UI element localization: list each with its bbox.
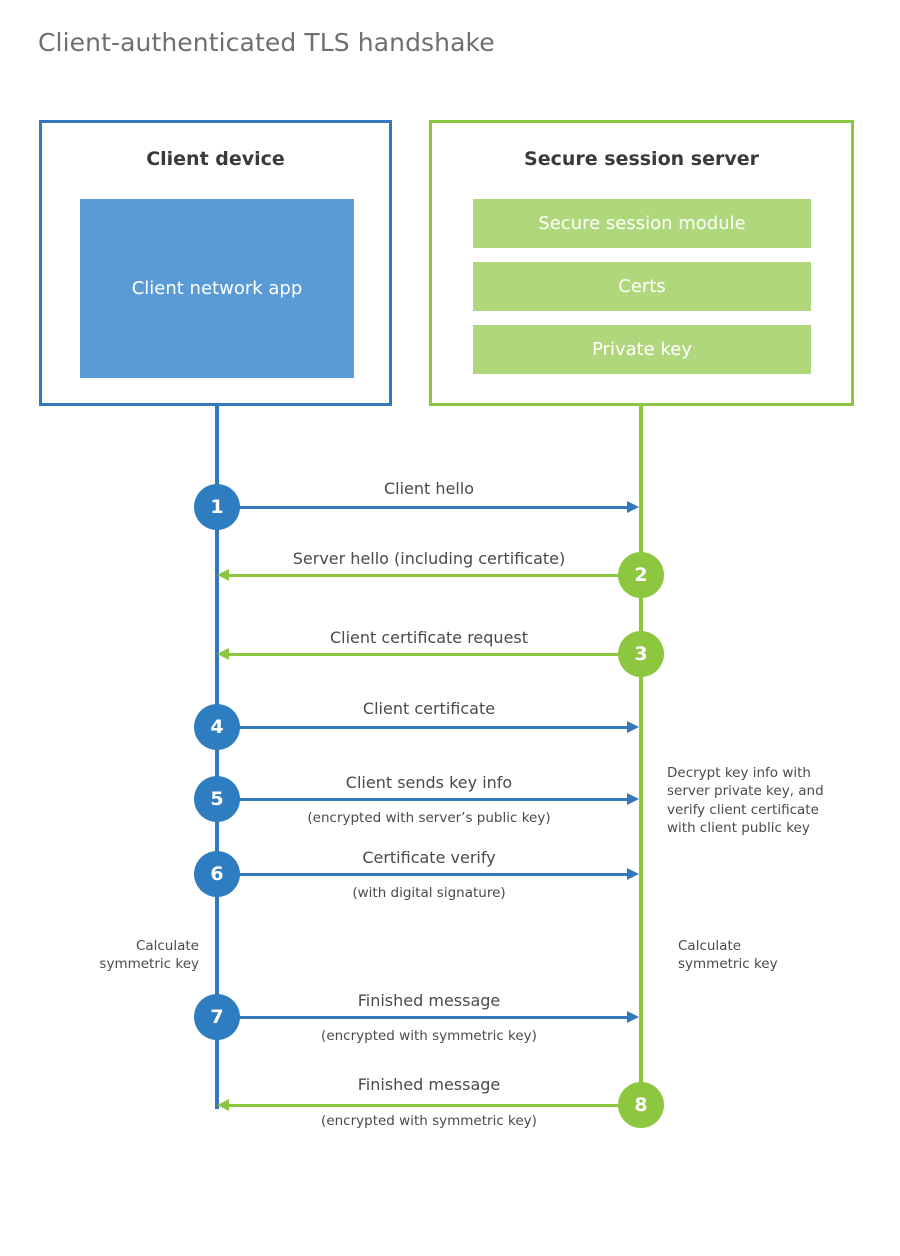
- arrowhead-right-icon: [627, 501, 639, 513]
- step-6-arrow: [217, 868, 639, 880]
- step-1-arrow: [217, 501, 639, 513]
- step-5-label: Client sends key info: [345, 773, 513, 792]
- server-calculate-symmetric-key-annotation: Calculate symmetric key: [678, 938, 778, 973]
- step-3-arrow: [217, 648, 641, 660]
- step-8-number[interactable]: 8: [618, 1082, 664, 1128]
- step-4-arrow: [217, 721, 639, 733]
- client-device-box: Client device Client network app: [39, 120, 392, 406]
- secure-session-server-box: Secure session server Secure session mod…: [429, 120, 854, 406]
- step-7-arrow: [217, 1011, 639, 1023]
- step-3-label: Client certificate request: [329, 628, 529, 647]
- server-component-secure-session-module: Secure session module: [473, 199, 811, 248]
- server-lifeline: [639, 406, 643, 1106]
- step-5-sublabel: (encrypted with server’s public key): [307, 810, 551, 826]
- step-6-sublabel: (with digital signature): [352, 885, 506, 901]
- step-7-number[interactable]: 7: [194, 994, 240, 1040]
- step-6-label: Certificate verify: [362, 848, 496, 867]
- client-calculate-symmetric-key-annotation: Calculate symmetric key: [99, 938, 199, 973]
- server-component-certs: Certs: [473, 262, 811, 311]
- step-5-number[interactable]: 5: [194, 776, 240, 822]
- page-title: Client-authenticated TLS handshake: [38, 28, 495, 57]
- step-8-label: Finished message: [357, 1075, 501, 1094]
- step-2-arrow: [217, 569, 641, 581]
- step-7-sublabel: (encrypted with symmetric key): [321, 1028, 537, 1044]
- arrowhead-left-icon: [217, 1099, 229, 1111]
- arrowhead-left-icon: [217, 569, 229, 581]
- step-3-number[interactable]: 3: [618, 631, 664, 677]
- client-lifeline: [215, 406, 219, 1109]
- step-6-number[interactable]: 6: [194, 851, 240, 897]
- arrowhead-right-icon: [627, 868, 639, 880]
- step-8-arrow: [217, 1099, 641, 1111]
- server-decrypt-annotation: Decrypt key info with server private key…: [667, 765, 824, 837]
- step-5-arrow: [217, 793, 639, 805]
- client-device-title: Client device: [146, 148, 285, 170]
- step-2-number[interactable]: 2: [618, 552, 664, 598]
- step-1-number[interactable]: 1: [194, 484, 240, 530]
- server-component-private-key: Private key: [473, 325, 811, 374]
- step-1-label: Client hello: [383, 479, 475, 498]
- step-7-label: Finished message: [357, 991, 501, 1010]
- step-4-number[interactable]: 4: [194, 704, 240, 750]
- arrowhead-right-icon: [627, 721, 639, 733]
- client-network-app-block: Client network app: [80, 199, 354, 378]
- arrowhead-right-icon: [627, 1011, 639, 1023]
- arrowhead-right-icon: [627, 793, 639, 805]
- step-8-sublabel: (encrypted with symmetric key): [321, 1113, 537, 1129]
- arrowhead-left-icon: [217, 648, 229, 660]
- step-4-label: Client certificate: [362, 699, 496, 718]
- step-2-label: Server hello (including certificate): [292, 549, 566, 568]
- secure-session-server-title: Secure session server: [524, 148, 759, 170]
